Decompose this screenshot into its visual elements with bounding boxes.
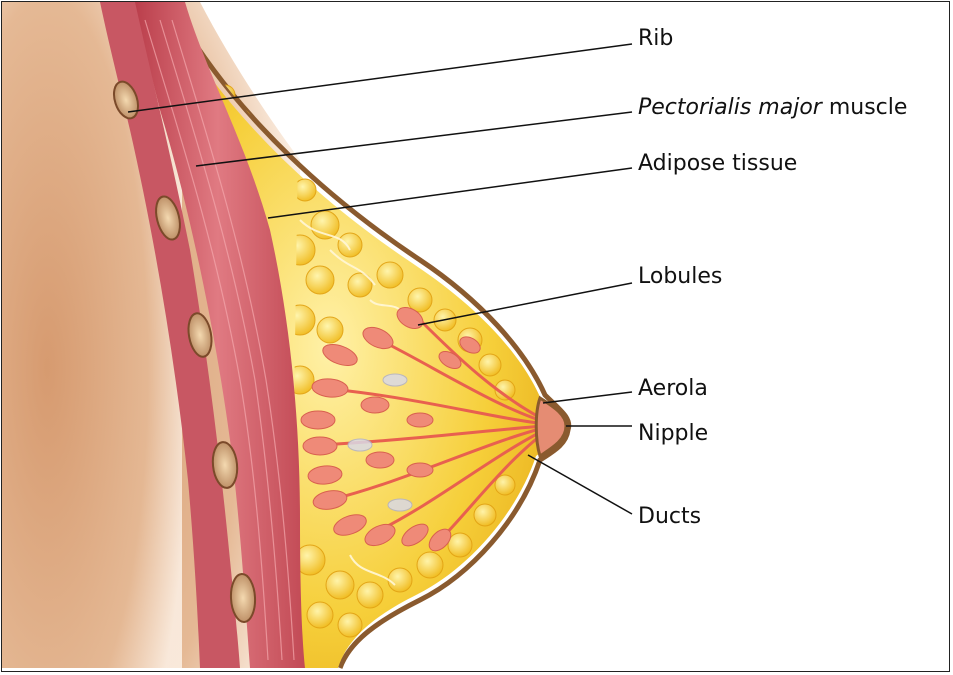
label-lobules: Lobules xyxy=(638,266,722,288)
label-ducts: Ducts xyxy=(638,506,701,528)
label-adipose-tissue: Adipose tissue xyxy=(638,153,797,175)
label-nipple: Nipple xyxy=(638,423,708,445)
label-rib: Rib xyxy=(638,28,673,50)
label-pectoralis-major-muscle: Pectorialis major muscle xyxy=(638,97,907,119)
label-pectoralis-italic: Pectorialis major xyxy=(638,95,822,120)
label-aerola: Aerola xyxy=(638,378,708,400)
label-pectoralis-rest: muscle xyxy=(822,95,908,120)
